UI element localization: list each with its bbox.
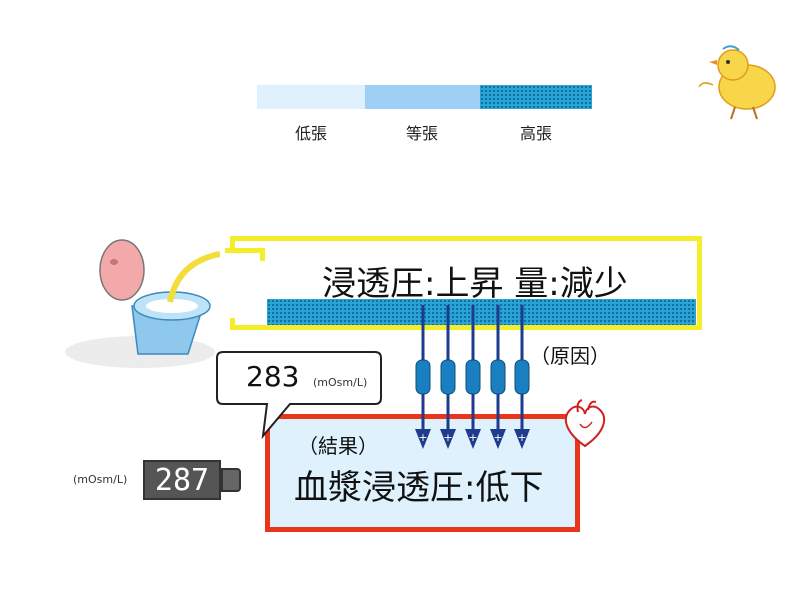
callout-bubble (216, 351, 382, 440)
water-channel-3: + (465, 305, 481, 449)
water-channel-5: + (514, 305, 530, 449)
cause-label: （原因） (530, 344, 610, 368)
channel-sign: + (418, 431, 427, 444)
channel-sign: + (517, 431, 526, 444)
urine-box-notch-edge (225, 248, 265, 261)
water-channels: + + + + + (415, 305, 530, 449)
callout-unit: (mOsm/L) (313, 376, 368, 389)
callout-value: 283 (246, 360, 300, 393)
toilet-icon (65, 239, 220, 368)
legend-label-hypotonic: 低張 (294, 124, 327, 143)
water-channel-1: + (415, 305, 431, 449)
urine-box-notch (226, 248, 266, 318)
legend-swatch-hypertonic (480, 85, 592, 109)
urine-hypertonic-band (267, 299, 696, 325)
channel-sign: + (493, 431, 502, 444)
channel-sign: + (443, 431, 452, 444)
result-label: （結果） (298, 434, 378, 458)
urine-box-text: 浸透圧:上昇 量:減少 (322, 264, 628, 304)
channel-sign: + (468, 431, 477, 444)
chick-icon (698, 45, 776, 120)
legend-label-isotonic: 等張 (405, 124, 438, 143)
legend-swatch-isotonic (365, 85, 480, 109)
gauge-value: 287 (154, 462, 210, 498)
legend-label-hypertonic: 高張 (519, 124, 552, 143)
legend-swatch-hypotonic (257, 85, 365, 109)
gauge-knob (221, 468, 241, 492)
water-channel-2: + (440, 305, 456, 449)
heart-icon (564, 399, 606, 448)
osmolality-gauge: 287 (143, 460, 221, 500)
water-channel-4: + (490, 305, 506, 449)
plasma-box-text: 血漿浸透圧:低下 (294, 468, 544, 508)
gauge-unit: (mOsm/L) (73, 473, 128, 486)
